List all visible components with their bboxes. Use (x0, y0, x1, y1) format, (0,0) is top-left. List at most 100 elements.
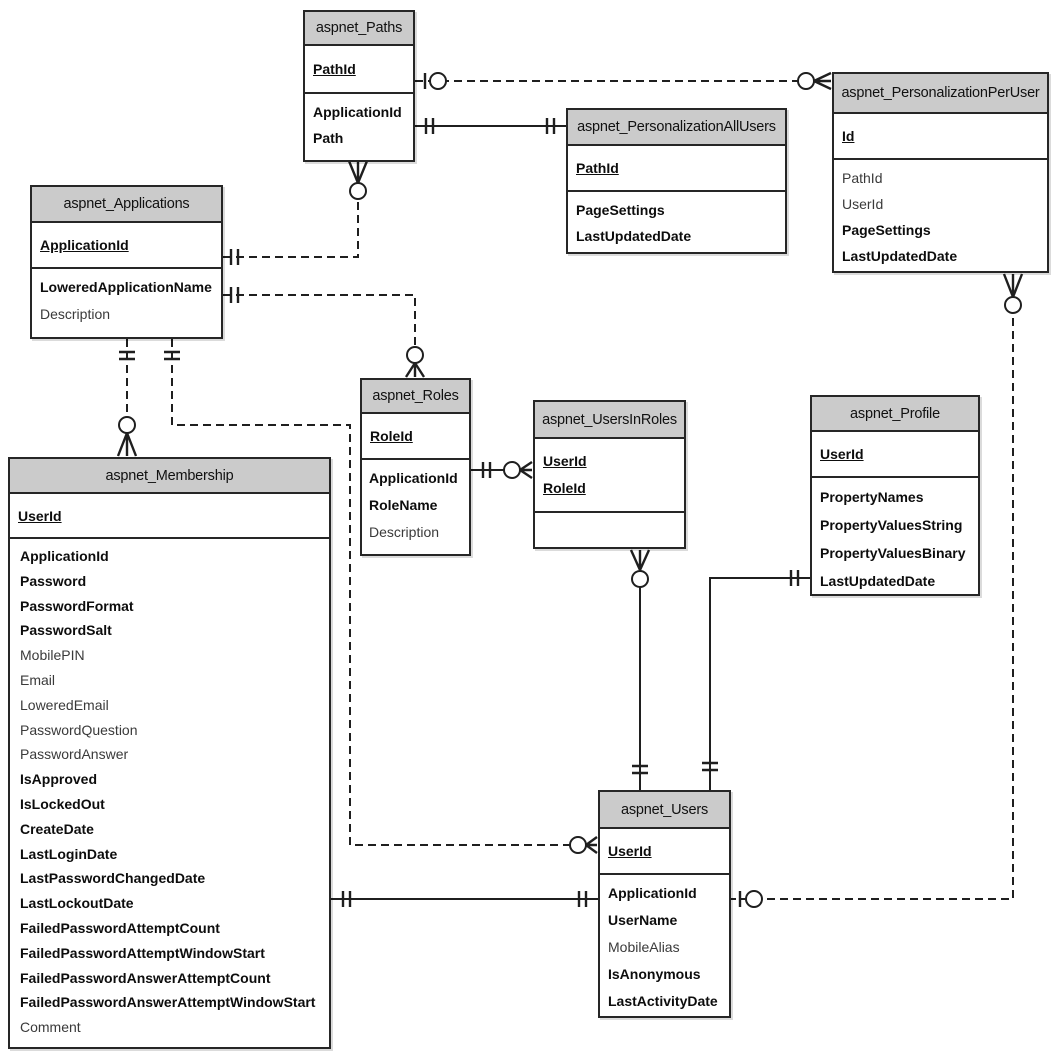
column: UserId (842, 196, 884, 212)
column: FailedPasswordAnswerAttemptWindowStart (20, 994, 316, 1011)
primary-key-section: ApplicationId (32, 223, 221, 269)
column: Password (20, 572, 87, 589)
table-title: aspnet_Paths (305, 12, 413, 46)
columns-section: LoweredApplicationName Description (32, 269, 221, 337)
column: LastUpdatedDate (576, 228, 692, 244)
column: LoweredEmail (20, 696, 109, 713)
relationship-roles-usersinroles (471, 461, 533, 479)
column: PageSettings (842, 222, 931, 238)
column: PasswordFormat (20, 597, 134, 614)
pk-column: UserId (820, 446, 864, 462)
column: PasswordQuestion (20, 721, 138, 738)
column: FailedPasswordAttemptWindowStart (20, 944, 265, 961)
pk-column: RoleId (543, 480, 586, 496)
column: IsAnonymous (608, 966, 701, 982)
column: UserName (608, 912, 678, 928)
primary-key-section: UserId (10, 494, 329, 539)
columns-section: ApplicationId UserName MobileAlias IsAno… (600, 875, 729, 1020)
column: PathId (842, 170, 883, 186)
relationship-users-personalizationperuser (728, 273, 1024, 908)
table-title: aspnet_PersonalizationAllUsers (568, 110, 785, 146)
column: ApplicationId (313, 104, 402, 120)
column: Description (40, 306, 111, 322)
table-title: aspnet_UsersInRoles (535, 402, 684, 439)
table-aspnet-applications: aspnet_Applications ApplicationId Lowere… (30, 185, 223, 339)
pk-column: ApplicationId (40, 236, 129, 253)
pk-column: PathId (576, 160, 619, 176)
column: PropertyValuesBinary (820, 545, 966, 561)
relationship-paths-personalizationallusers (415, 118, 566, 134)
column: LastUpdatedDate (842, 248, 958, 264)
primary-key-section: UserId (600, 829, 729, 875)
column: LastUpdatedDate (820, 573, 936, 589)
column: ApplicationId (20, 548, 109, 564)
column: FailedPasswordAttemptCount (20, 919, 220, 936)
column: MobilePIN (20, 647, 85, 664)
table-aspnet-roles: aspnet_Roles RoleId ApplicationId RoleNa… (360, 378, 471, 556)
column: CreateDate (20, 820, 94, 837)
pk-column: UserId (608, 842, 652, 859)
column: LoweredApplicationName (40, 279, 212, 295)
relationship-applications-users (164, 339, 598, 854)
column: MobileAlias (608, 939, 680, 955)
relationship-membership-users (331, 891, 598, 907)
column: IsLockedOut (20, 795, 105, 812)
columns-section: ApplicationId Path (305, 94, 413, 160)
table-aspnet-membership: aspnet_Membership UserId ApplicationId P… (8, 457, 331, 1049)
relationship-applications-roles (223, 287, 426, 378)
columns-section: ApplicationId Password PasswordFormat Pa… (10, 539, 329, 1047)
relationship-applications-paths (223, 160, 369, 265)
column: PasswordSalt (20, 622, 112, 639)
column: LastActivityDate (608, 993, 718, 1009)
pk-column: Id (842, 128, 855, 144)
column: ApplicationId (608, 885, 697, 901)
primary-key-section: PathId (568, 146, 785, 192)
table-title: aspnet_Membership (10, 459, 329, 494)
column: PageSettings (576, 202, 665, 218)
column: Email (20, 671, 56, 688)
primary-key-section: PathId (305, 46, 413, 94)
column: LastLockoutDate (20, 895, 134, 912)
pk-column: PathId (313, 61, 356, 77)
column: PropertyValuesString (820, 517, 963, 533)
column: IsApproved (20, 771, 98, 788)
table-aspnet-usersinroles: aspnet_UsersInRoles UserId RoleId (533, 400, 686, 549)
columns-section: ApplicationId RoleName Description (362, 460, 469, 554)
primary-key-section: UserId (812, 432, 978, 478)
relationship-paths-personalizationperuser (415, 71, 832, 91)
table-title: aspnet_Applications (32, 187, 221, 223)
column: PropertyNames (820, 489, 924, 505)
pk-column: UserId (18, 507, 62, 524)
table-aspnet-paths: aspnet_Paths PathId ApplicationId Path (303, 10, 415, 162)
table-aspnet-personalizationperuser: aspnet_PersonalizationPerUser Id PathId … (832, 72, 1049, 273)
column: Path (313, 130, 344, 146)
column: RoleName (369, 497, 438, 513)
table-title: aspnet_Profile (812, 397, 978, 432)
primary-key-section: UserId RoleId (535, 439, 684, 513)
table-aspnet-personalizationallusers: aspnet_PersonalizationAllUsers PathId Pa… (566, 108, 787, 254)
column: PasswordAnswer (20, 746, 129, 763)
pk-column: UserId (543, 453, 587, 469)
columns-section-empty (535, 513, 684, 547)
table-aspnet-profile: aspnet_Profile UserId PropertyNames Prop… (810, 395, 980, 596)
columns-section: PageSettings LastUpdatedDate (568, 192, 785, 254)
pk-column: RoleId (370, 427, 413, 444)
columns-section: PathId UserId PageSettings LastUpdatedDa… (834, 160, 1047, 274)
table-title: aspnet_PersonalizationPerUser (834, 74, 1047, 114)
columns-section: PropertyNames PropertyValuesString Prope… (812, 478, 978, 600)
column: FailedPasswordAnswerAttemptCount (20, 969, 271, 986)
primary-key-section: RoleId (362, 414, 469, 460)
column: Description (369, 524, 440, 540)
column: LastLoginDate (20, 845, 118, 862)
column: LastPasswordChangedDate (20, 870, 206, 887)
relationship-users-usersinroles (629, 549, 651, 790)
relationship-applications-membership (116, 339, 138, 457)
table-title: aspnet_Users (600, 792, 729, 829)
primary-key-section: Id (834, 114, 1047, 160)
column: Comment (20, 1019, 81, 1036)
table-title: aspnet_Roles (362, 380, 469, 414)
column: ApplicationId (369, 470, 458, 486)
relationship-users-profile (702, 570, 810, 790)
